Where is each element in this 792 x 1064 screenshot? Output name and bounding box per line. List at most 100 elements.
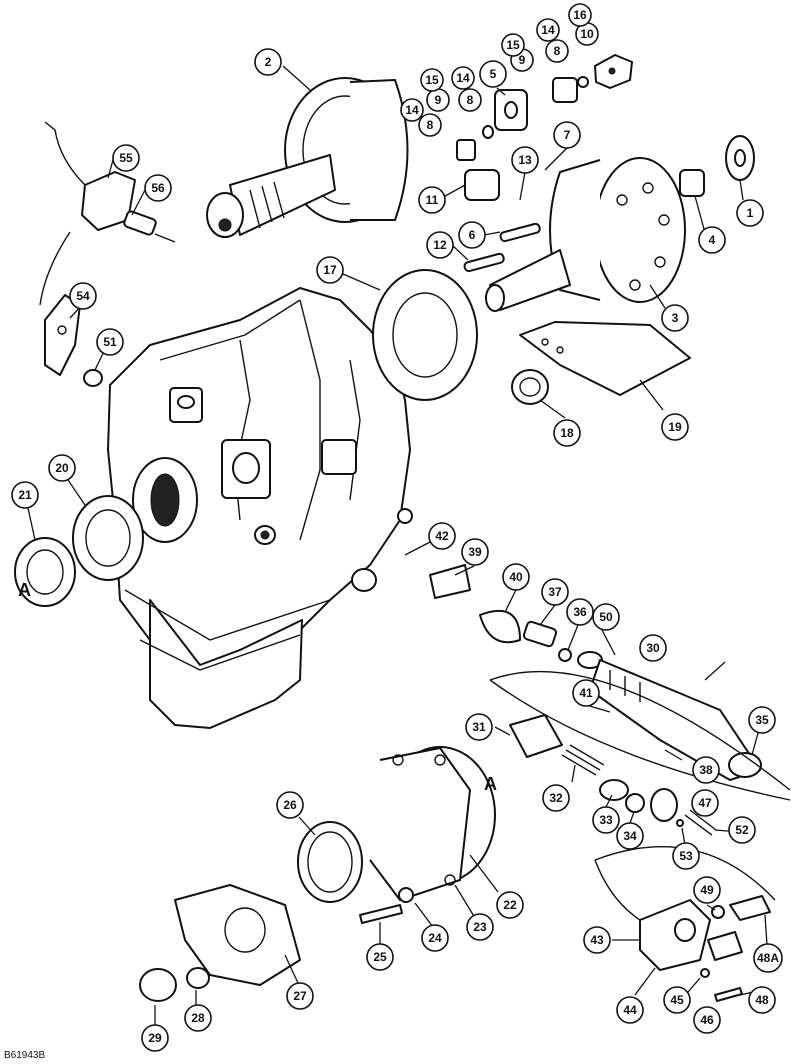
svg-text:14: 14: [541, 23, 555, 37]
svg-text:20: 20: [55, 461, 69, 475]
svg-text:10: 10: [580, 27, 594, 41]
callout-14-c: 14: [536, 18, 560, 42]
svg-text:47: 47: [698, 796, 712, 810]
callout-13: 13: [511, 146, 539, 174]
svg-text:44: 44: [623, 1003, 637, 1017]
callout-34: 34: [616, 822, 644, 850]
svg-text:48: 48: [755, 993, 769, 1007]
svg-text:48A: 48A: [757, 951, 779, 965]
callout-1: 1: [736, 199, 764, 227]
callout-15-a: 15: [420, 68, 444, 92]
callout-16: 16: [568, 3, 592, 27]
svg-text:18: 18: [560, 426, 574, 440]
svg-text:3: 3: [672, 311, 679, 325]
callout-6: 6: [458, 221, 486, 249]
svg-text:17: 17: [323, 263, 337, 277]
speed-sensor: [39, 121, 176, 306]
callout-42: 42: [428, 522, 456, 550]
callout-43: 43: [583, 926, 611, 954]
callout-37: 37: [541, 578, 569, 606]
callout-14-a: 14: [400, 98, 424, 122]
callout-15-b: 15: [501, 33, 525, 57]
transmission-housing: [107, 287, 413, 729]
svg-text:53: 53: [679, 849, 693, 863]
svg-text:5: 5: [490, 67, 497, 81]
reference-letter-a-right: A: [484, 774, 497, 794]
planet-carrier: [485, 157, 686, 312]
svg-text:34: 34: [623, 829, 637, 843]
drive-yoke: [139, 884, 301, 1002]
leader-lines: [27, 65, 768, 1026]
callout-32: 32: [542, 784, 570, 812]
callout-4: 4: [698, 226, 726, 254]
svg-text:14: 14: [405, 103, 419, 117]
svg-text:50: 50: [599, 610, 613, 624]
callout-2: 2: [254, 48, 282, 76]
svg-text:31: 31: [472, 720, 486, 734]
callout-28: 28: [184, 1004, 212, 1032]
callout-54: 54: [69, 282, 97, 310]
callout-48: 48: [748, 986, 776, 1014]
svg-text:51: 51: [103, 335, 117, 349]
callout-23: 23: [466, 913, 494, 941]
svg-text:40: 40: [509, 570, 523, 584]
svg-text:25: 25: [373, 950, 387, 964]
callout-12: 12: [426, 231, 454, 259]
svg-text:15: 15: [506, 38, 520, 52]
svg-text:14: 14: [456, 71, 470, 85]
callout-41: 41: [572, 679, 600, 707]
svg-text:54: 54: [76, 289, 90, 303]
figure-id: B61943B: [4, 1050, 45, 1061]
callout-8-a: 8: [418, 113, 442, 137]
callout-17: 17: [316, 256, 344, 284]
valve-internals: [509, 714, 717, 836]
planet-gear-set: [456, 54, 633, 201]
callout-19: 19: [661, 413, 689, 441]
callout-50: 50: [592, 603, 620, 631]
callout-14-b: 14: [451, 66, 475, 90]
callout-52: 52: [728, 816, 756, 844]
svg-text:15: 15: [425, 73, 439, 87]
svg-text:42: 42: [435, 529, 449, 543]
svg-text:8: 8: [427, 118, 434, 132]
output-shaft: [206, 77, 409, 238]
svg-text:33: 33: [599, 813, 613, 827]
svg-text:11: 11: [426, 193, 439, 207]
svg-text:19: 19: [668, 420, 682, 434]
thrust-washer-and-bearing: [679, 135, 755, 197]
callout-3: 3: [661, 304, 689, 332]
callout-49: 49: [693, 876, 721, 904]
callout-39: 39: [461, 538, 489, 566]
svg-text:27: 27: [293, 989, 307, 1003]
callout-33: 33: [592, 806, 620, 834]
svg-text:24: 24: [428, 931, 442, 945]
svg-text:8: 8: [467, 93, 474, 107]
svg-text:28: 28: [191, 1011, 205, 1025]
callout-38: 38: [692, 756, 720, 784]
seal-and-guard: [372, 269, 691, 405]
svg-text:46: 46: [700, 1013, 714, 1027]
svg-text:9: 9: [519, 53, 526, 67]
svg-text:1: 1: [747, 206, 754, 220]
callout-48A: 48A: [753, 943, 783, 973]
callout-44: 44: [616, 996, 644, 1024]
svg-text:35: 35: [755, 713, 769, 727]
svg-text:30: 30: [646, 641, 660, 655]
svg-text:52: 52: [735, 823, 749, 837]
callout-25: 25: [366, 943, 394, 971]
callout-8-b: 8: [458, 88, 482, 112]
svg-text:9: 9: [435, 93, 442, 107]
callout-21: 21: [11, 481, 39, 509]
svg-text:13: 13: [518, 153, 532, 167]
pins: [463, 222, 541, 273]
control-valve-assembly: [429, 564, 791, 801]
svg-text:56: 56: [151, 181, 165, 195]
callout-20: 20: [48, 454, 76, 482]
callout-31: 31: [465, 713, 493, 741]
callout-29: 29: [141, 1024, 169, 1052]
svg-text:55: 55: [119, 151, 133, 165]
callout-46: 46: [693, 1006, 721, 1034]
input-bearing-and-seal: [14, 495, 144, 607]
bracket: [44, 294, 103, 387]
